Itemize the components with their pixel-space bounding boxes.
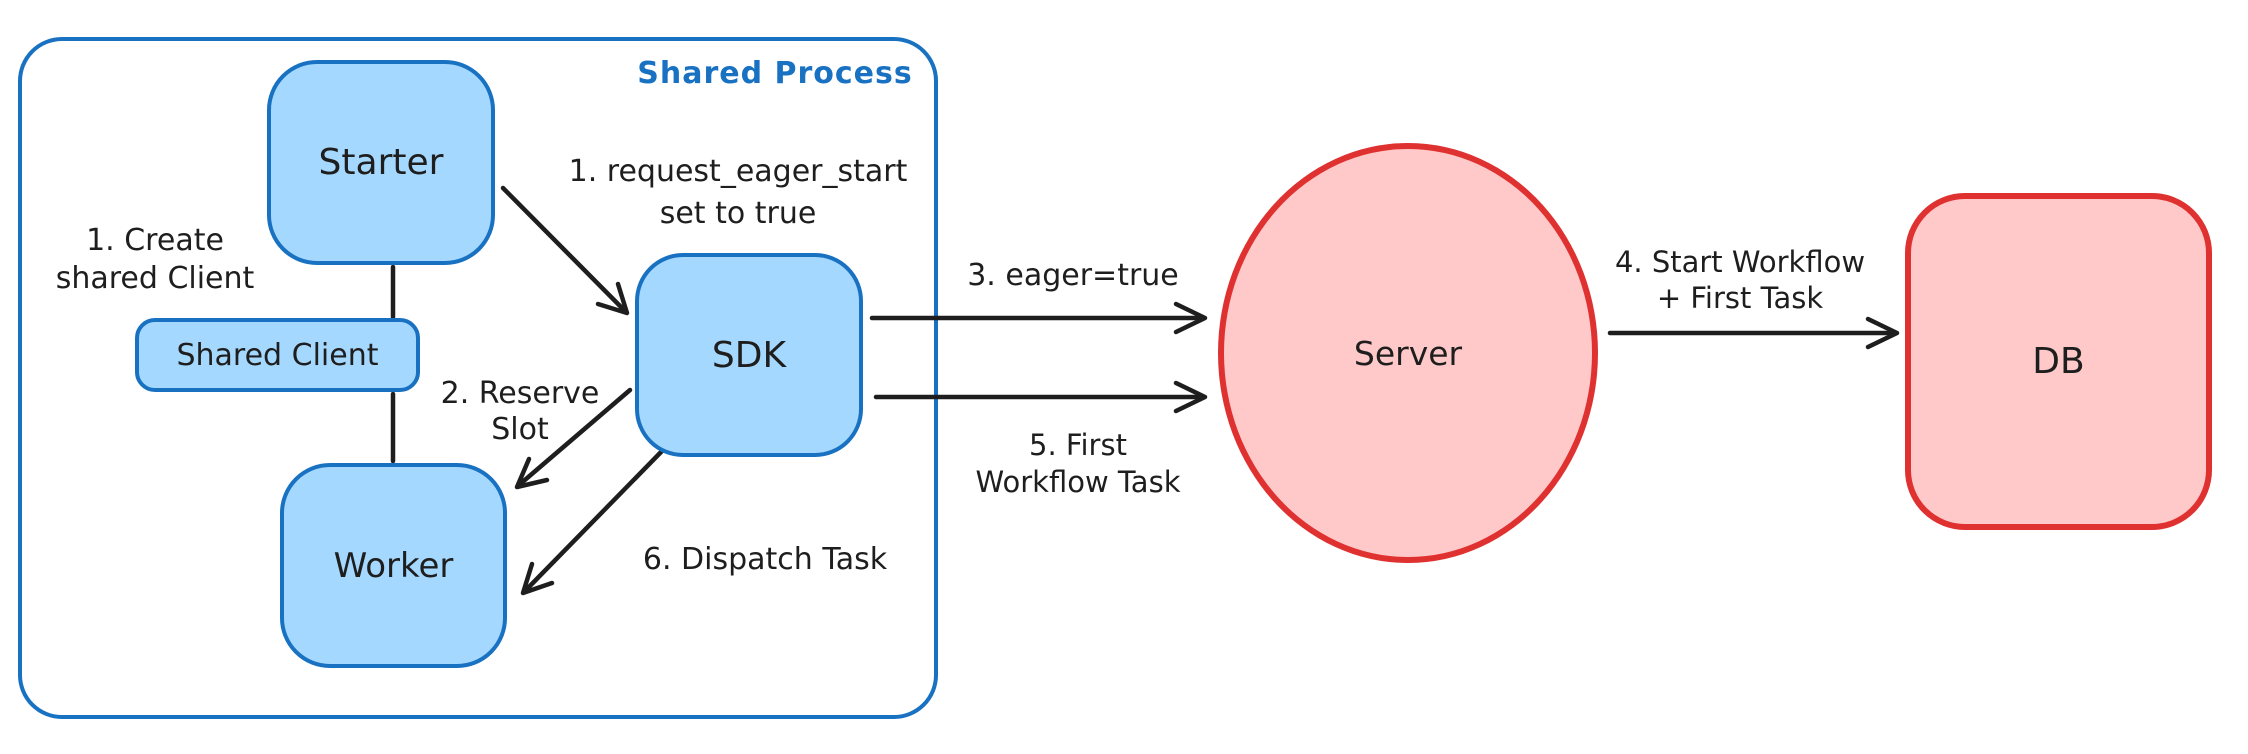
shared-process-container: [18, 37, 938, 719]
server-node: Server: [1218, 143, 1598, 563]
starter-label: Starter: [318, 142, 444, 183]
annotation-line: 4. Start Workflow: [1614, 245, 1866, 279]
arrow-start-workflow: [1607, 316, 1900, 350]
shared-client-node: Shared Client: [135, 318, 420, 392]
worker-node: Worker: [280, 463, 507, 668]
annotation-line: 3. eager=true: [967, 258, 1179, 293]
annotation-reserve-slot: 2. Reserve Slot: [420, 376, 620, 448]
annotation-request-eager-start: 1. request_eager_start set to true: [538, 151, 938, 235]
annotation-create-shared-client: 1. Create shared Client: [25, 222, 285, 298]
starter-node: Starter: [267, 60, 495, 265]
annotation-line: 5. First: [1029, 428, 1127, 462]
annotation-first-workflow-task: 5. First Workflow Task: [928, 427, 1228, 501]
worker-label: Worker: [333, 545, 454, 586]
annotation-line: shared Client: [55, 261, 255, 296]
annotation-line: Slot: [491, 412, 549, 447]
db-label: DB: [2032, 341, 2085, 382]
annotation-line: 1. Create: [86, 223, 224, 258]
server-label: Server: [1353, 333, 1463, 373]
annotation-line: 2. Reserve: [440, 376, 600, 411]
annotation-line: 6. Dispatch Task: [642, 542, 888, 577]
annotation-eager-true: 3. eager=true: [923, 257, 1223, 295]
db-node: DB: [1905, 193, 2212, 530]
shared-client-label: Shared Client: [176, 337, 379, 373]
annotation-line: + First Task: [1656, 281, 1824, 315]
annotation-start-workflow: 4. Start Workflow + First Task: [1590, 244, 1890, 316]
annotation-line: Workflow Task: [975, 465, 1181, 499]
annotation-dispatch-task: 6. Dispatch Task: [600, 541, 930, 579]
shared-process-label: Shared Process: [637, 56, 913, 91]
annotation-line: set to true: [659, 196, 817, 231]
sdk-label: SDK: [711, 334, 787, 376]
sdk-node: SDK: [635, 253, 863, 457]
annotation-line: 1. request_eager_start: [568, 154, 908, 189]
